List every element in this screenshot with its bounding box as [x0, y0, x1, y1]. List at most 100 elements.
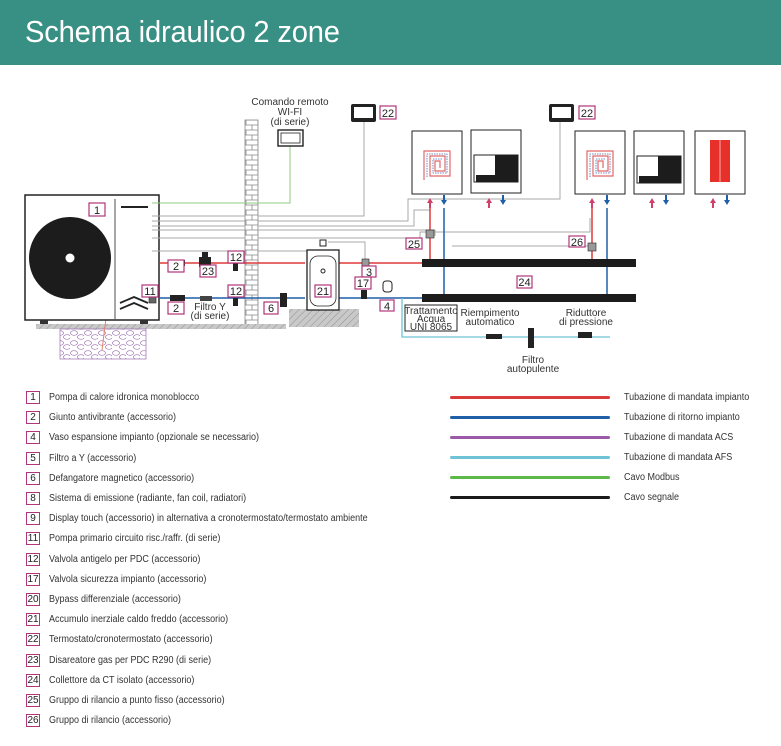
afs-pipe — [401, 298, 610, 338]
bypass-cable — [328, 241, 366, 262]
antifreeze-top-icon — [233, 263, 238, 271]
legend-label: Valvola sicurezza impianto (accessorio) — [49, 573, 207, 585]
self-clean-filter-label-2: autopulente — [507, 364, 560, 375]
bypass-valve-icon — [361, 258, 370, 267]
svg-text:2: 2 — [173, 303, 179, 315]
emitter-floor-zone2 — [574, 130, 626, 195]
legend-number-badge: 1 — [26, 391, 40, 404]
legend-number-badge: 4 — [26, 431, 40, 445]
legend-label: Sistema di emissione (radiante, fan coil… — [49, 493, 247, 504]
legend-label: Disareatore gas per PDC R290 (di serie) — [49, 654, 212, 666]
brick-wall — [244, 119, 259, 328]
legend-label: Defangatore magnetico (accessorio) — [49, 472, 195, 484]
line-swatch — [450, 456, 610, 459]
legend-label: Giunto antivibrante (accessorio) — [49, 412, 177, 424]
line-legend-label: Tubazione di mandata impianto — [624, 392, 750, 403]
pressure-reducer-label-2: di pressione — [559, 317, 613, 328]
thermostat-zone2: 22 — [549, 104, 596, 122]
filter-y-label-2: (di serie) — [191, 311, 230, 322]
legend-number-badge: 23 — [26, 653, 40, 667]
legend-number-badge: 17 — [26, 572, 40, 586]
legend-label: Accumulo inerziale caldo freddo (accesso… — [49, 614, 229, 626]
legend-number-badge: 5 — [26, 451, 40, 465]
water-treatment-box — [404, 304, 458, 332]
legend-number-badge: 8 — [26, 492, 40, 505]
legend-label: Filtro a Y (accessorio) — [49, 452, 137, 464]
legend-number-badge: 12 — [26, 552, 40, 566]
line-swatch — [450, 396, 610, 399]
remote-label-3: (di serie) — [271, 117, 310, 128]
legend-number-badge: 9 — [26, 512, 40, 526]
badge-relaunch: 26 — [568, 235, 586, 249]
legend-label: Termostato/cronotermostato (accessorio) — [49, 634, 213, 646]
badge-degasser: 23 — [199, 264, 217, 278]
emitter-radiator-zone2 — [694, 130, 746, 195]
antivibration-bottom — [170, 295, 185, 301]
self-clean-filter-icon — [528, 328, 534, 348]
legend-number-badge: 25 — [26, 694, 40, 707]
tank-base — [289, 309, 359, 327]
line-legend-label: Tubazione di ritorno impianto — [624, 412, 740, 423]
water-treatment-label-2: Acqua — [417, 314, 446, 325]
badge-antifreeze-top: 12 — [227, 250, 245, 264]
expansion-vessel-icon — [382, 280, 393, 293]
svg-text:11: 11 — [144, 286, 155, 298]
legend-number-badge: 22 — [26, 633, 40, 647]
svg-text:17: 17 — [357, 278, 369, 290]
svg-text:6: 6 — [268, 303, 274, 315]
emitter-fancoil-zone2 — [633, 130, 685, 195]
water-treatment-label-3: UNI 8065 — [410, 322, 453, 333]
line-swatch — [450, 496, 610, 499]
badge-heat-pump: 1 — [88, 202, 106, 217]
remote-label-1: Comando remoto — [251, 97, 329, 108]
filter-y-icon — [200, 296, 212, 301]
svg-text:12: 12 — [230, 252, 242, 264]
badge-collector: 24 — [516, 275, 533, 289]
svg-text:4: 4 — [384, 301, 390, 313]
magnetic-filter-icon — [280, 293, 287, 307]
line-legend-label: Tubazione di mandata ACS — [624, 432, 734, 443]
thermostat-zone1: 22 — [351, 104, 397, 122]
emitter-fancoil-zone1 — [470, 129, 522, 194]
emitter-arrows — [427, 195, 730, 208]
svg-text:1: 1 — [94, 205, 100, 217]
svg-text:12: 12 — [230, 286, 242, 298]
svg-text:25: 25 — [408, 239, 420, 251]
badge-pump-primary: 11 — [141, 284, 159, 298]
legend-number-badge: 24 — [26, 673, 40, 687]
ground-slab — [36, 324, 286, 329]
badge-antivibration-bottom: 2 — [167, 301, 185, 315]
svg-text:22: 22 — [382, 108, 394, 120]
water-treatment-label-1: Trattamento — [404, 306, 458, 317]
legend-label: Collettore da CT isolato (accessorio) — [49, 674, 195, 686]
buffer-tank — [306, 239, 340, 311]
pressure-reducer-label-1: Riduttore — [566, 308, 607, 319]
svg-text:22: 22 — [581, 108, 593, 120]
line-legend-label: Cavo segnale — [624, 492, 680, 503]
filter-y-label-1: Filtro Y — [194, 302, 226, 313]
relaunch-icon — [587, 242, 597, 252]
modbus-cable — [152, 146, 291, 204]
line-legend-label: Tubazione di mandata AFS — [624, 452, 733, 463]
legend-number-badge: 11 — [26, 532, 40, 546]
self-clean-filter-label-1: Filtro — [522, 355, 545, 366]
badge-magnetic-filter: 6 — [263, 301, 279, 315]
remote-label-2: WI-FI — [278, 107, 302, 118]
legend-label: Pompa primario circuito risc./raffr. (di… — [49, 533, 221, 545]
badge-expansion-vessel: 4 — [379, 299, 395, 313]
line-legend-label: Cavo Modbus — [624, 472, 680, 483]
svg-text:24: 24 — [518, 277, 530, 289]
signal-cables — [152, 122, 591, 252]
hydraulic-diagram: Comando remoto WI-FI (di serie) 22 22 — [24, 97, 746, 375]
legend-number-badge: 6 — [26, 471, 40, 485]
header-bar: Schema idraulico 2 zone — [0, 0, 781, 65]
legend-number-badge: 21 — [26, 613, 40, 627]
svg-text:26: 26 — [571, 237, 583, 249]
safety-valve-icon — [361, 290, 367, 299]
badge-antifreeze-bottom: 12 — [227, 284, 245, 298]
auto-fill-label-2: automatico — [466, 317, 515, 328]
degasser-icon — [199, 252, 211, 267]
line-swatch — [450, 416, 610, 419]
legend-number-badge: 20 — [26, 593, 40, 606]
auto-fill-icon — [486, 334, 502, 339]
